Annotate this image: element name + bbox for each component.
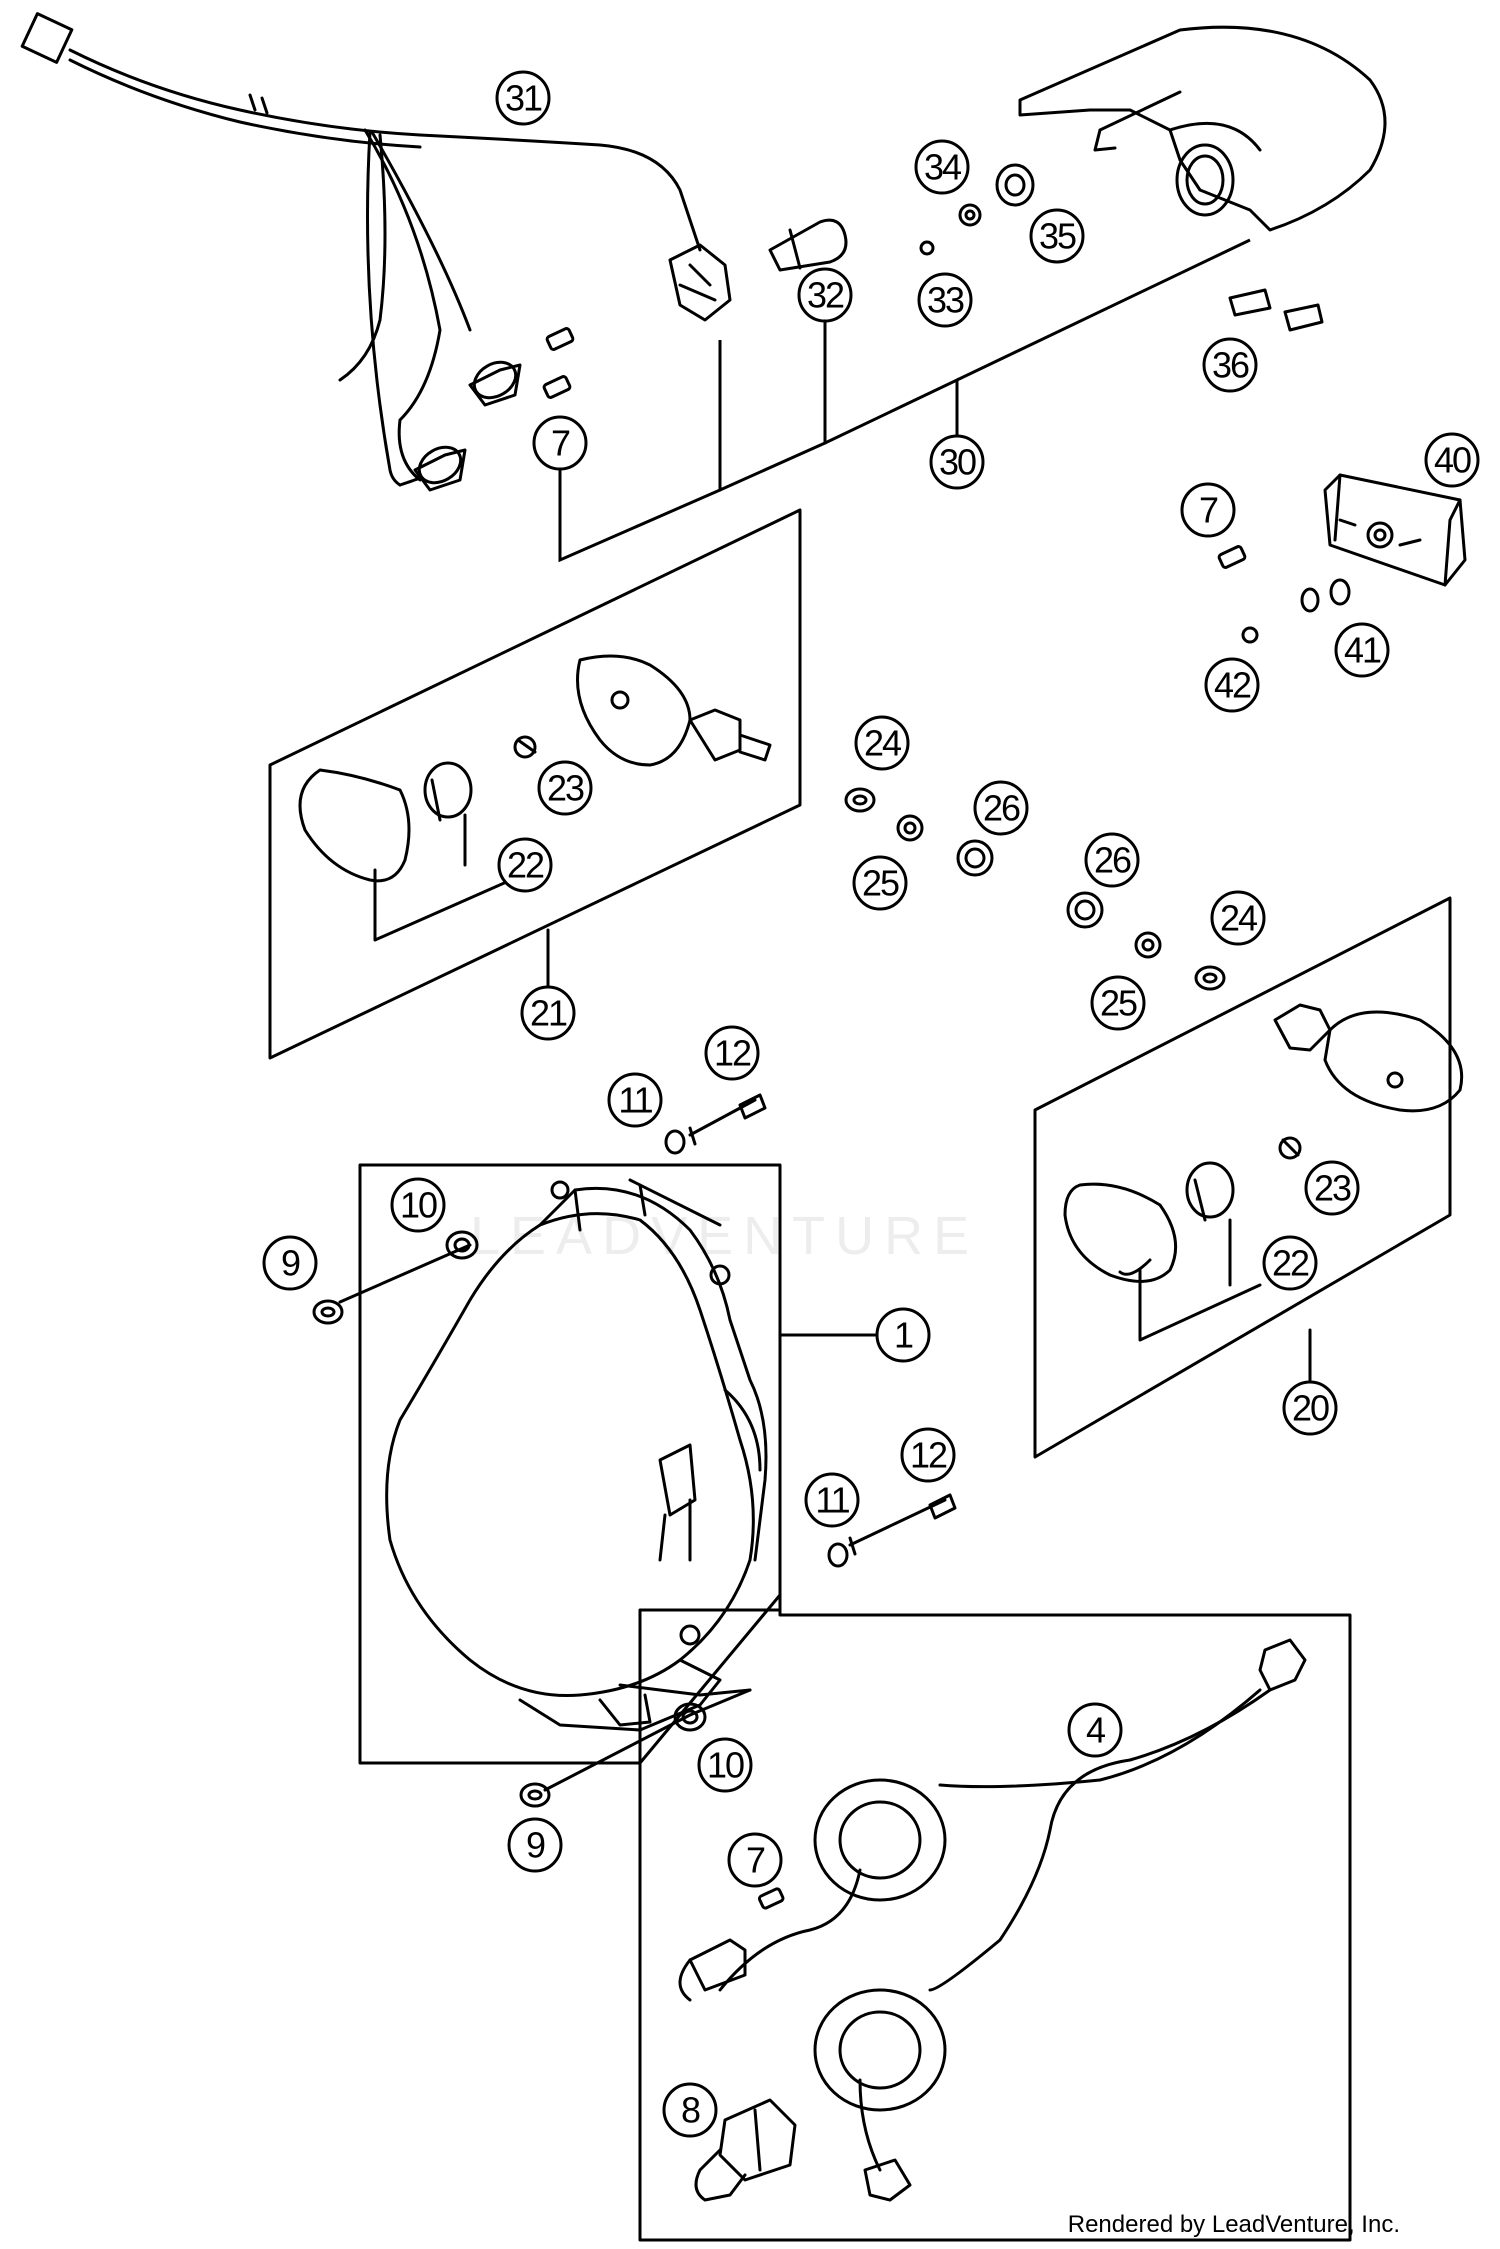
group-box-1 xyxy=(358,1163,782,1765)
wiring-harness xyxy=(20,12,732,492)
leader-22-left xyxy=(373,813,547,942)
license-lamp xyxy=(1323,473,1467,587)
svg-text:20: 20 xyxy=(1292,1388,1329,1429)
callout-10-top: 10 xyxy=(390,1177,446,1233)
svg-text:30: 30 xyxy=(939,442,976,483)
svg-text:10: 10 xyxy=(707,1745,744,1786)
svg-text:22: 22 xyxy=(507,845,544,886)
svg-text:23: 23 xyxy=(547,768,584,809)
callout-10-bottom: 10 xyxy=(697,1737,753,1793)
svg-text:8: 8 xyxy=(681,2090,700,2131)
callout-23-left: 23 xyxy=(537,760,593,816)
callout-7-right: 7 xyxy=(1180,482,1236,538)
fasteners-upper xyxy=(312,1093,767,1325)
svg-text:9: 9 xyxy=(526,1825,545,1866)
callout-25-left: 25 xyxy=(852,855,908,911)
headlight-harness xyxy=(678,1638,1307,2202)
svg-text:41: 41 xyxy=(1344,630,1381,671)
svg-text:26: 26 xyxy=(1094,840,1131,881)
svg-text:34: 34 xyxy=(924,147,961,188)
callout-22-left: 22 xyxy=(497,837,553,893)
svg-text:21: 21 xyxy=(530,993,567,1034)
svg-text:11: 11 xyxy=(618,1080,652,1121)
callout-12-bottom: 12 xyxy=(900,1427,956,1483)
callout-22-right: 22 xyxy=(1262,1235,1318,1291)
svg-text:7: 7 xyxy=(1199,490,1218,531)
group-box-4 xyxy=(638,1593,1352,2242)
callout-42: 42 xyxy=(1204,657,1260,713)
callout-8: 8 xyxy=(662,2082,718,2138)
callout-33: 33 xyxy=(917,272,973,328)
callout-41: 41 xyxy=(1334,622,1390,678)
callout-4: 4 xyxy=(1067,1702,1123,1758)
callout-7-bottom: 7 xyxy=(727,1832,783,1888)
callout-20: 20 xyxy=(1282,1380,1338,1436)
svg-text:40: 40 xyxy=(1434,440,1471,481)
callout-34: 34 xyxy=(914,139,970,195)
bulb-small-upper xyxy=(542,327,575,399)
svg-text:42: 42 xyxy=(1214,665,1251,706)
hardware-center xyxy=(844,787,1226,991)
svg-text:7: 7 xyxy=(551,423,570,464)
svg-text:10: 10 xyxy=(400,1185,437,1226)
credit-text: Rendered by LeadVenture, Inc. xyxy=(1067,2211,1400,2238)
callout-7-top: 7 xyxy=(532,415,588,471)
svg-text:24: 24 xyxy=(864,723,901,764)
bulb-32 xyxy=(768,218,848,272)
svg-text:22: 22 xyxy=(1272,1243,1309,1284)
svg-text:12: 12 xyxy=(714,1033,751,1074)
svg-text:36: 36 xyxy=(1212,345,1249,386)
svg-text:33: 33 xyxy=(927,280,964,321)
callout-32: 32 xyxy=(797,267,853,323)
svg-text:4: 4 xyxy=(1086,1710,1105,1751)
svg-text:25: 25 xyxy=(862,863,899,904)
callout-23-right: 23 xyxy=(1304,1160,1360,1216)
svg-text:31: 31 xyxy=(505,78,542,119)
callout-25-right: 25 xyxy=(1090,975,1146,1031)
callout-24-right: 24 xyxy=(1210,890,1266,946)
svg-text:9: 9 xyxy=(281,1243,300,1284)
svg-text:25: 25 xyxy=(1100,983,1137,1024)
svg-text:11: 11 xyxy=(815,1480,849,1521)
pads-36 xyxy=(1228,288,1324,332)
callouts: 31 34 35 32 33 30 36 7 40 7 41 42 24 26 … xyxy=(262,70,1480,2138)
turn-signal-right xyxy=(1063,1003,1464,1283)
callout-9-top: 9 xyxy=(262,1235,318,1291)
callout-31: 31 xyxy=(495,70,551,126)
svg-text:35: 35 xyxy=(1039,216,1076,257)
svg-text:24: 24 xyxy=(1220,898,1257,939)
svg-text:1: 1 xyxy=(894,1315,913,1356)
callout-1: 1 xyxy=(875,1307,931,1363)
callout-30: 30 xyxy=(929,434,985,490)
svg-text:23: 23 xyxy=(1314,1168,1351,1209)
callout-12-top: 12 xyxy=(704,1025,760,1081)
svg-text:32: 32 xyxy=(807,275,844,316)
svg-text:26: 26 xyxy=(983,788,1020,829)
watermark: LEADVENTURE xyxy=(470,1206,980,1266)
callout-26-right: 26 xyxy=(1084,832,1140,888)
leader-22-right xyxy=(1138,1218,1262,1342)
callout-11-top: 11 xyxy=(607,1072,663,1128)
callout-9-bottom: 9 xyxy=(507,1817,563,1873)
hardware-33-35 xyxy=(919,163,1035,256)
headlamp xyxy=(385,1180,768,1732)
svg-text:7: 7 xyxy=(746,1840,765,1881)
group-box-20 xyxy=(1033,896,1452,1459)
callout-21: 21 xyxy=(520,985,576,1041)
callout-26-left: 26 xyxy=(973,780,1029,836)
callout-35: 35 xyxy=(1029,208,1085,264)
callout-40: 40 xyxy=(1424,432,1480,488)
leaders xyxy=(558,238,1251,563)
svg-text:12: 12 xyxy=(910,1435,947,1476)
bulb-small-right xyxy=(1217,545,1351,644)
callout-24-left: 24 xyxy=(854,715,910,771)
rear-lamp-housing xyxy=(1018,25,1387,232)
callout-36: 36 xyxy=(1202,337,1258,393)
callout-11-bottom: 11 xyxy=(804,1472,860,1528)
turn-signal-left xyxy=(298,654,772,883)
group-box-21 xyxy=(268,508,802,1060)
